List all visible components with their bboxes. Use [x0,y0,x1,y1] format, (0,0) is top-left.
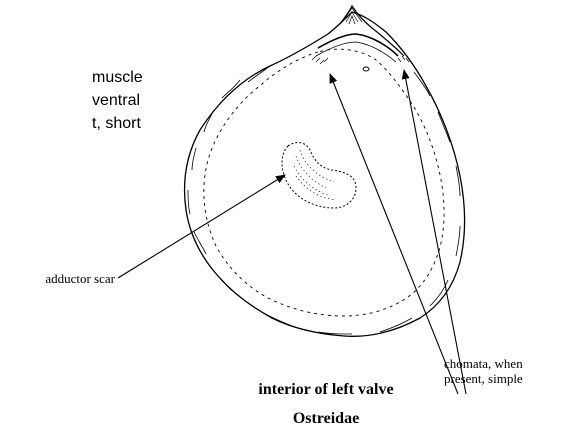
chomata-label-line-1: chomata, when [444,356,523,371]
chomata-label-line-2: present, simple [444,371,523,386]
side-text-line-1: muscle [92,69,143,86]
side-text-line-2: ventral [92,92,140,109]
side-text-line-3: t, short [92,115,141,132]
family-caption: Ostreidae [293,410,359,427]
adductor-scar-label: adductor scar [45,271,115,286]
view-caption: interior of left valve [258,381,393,398]
